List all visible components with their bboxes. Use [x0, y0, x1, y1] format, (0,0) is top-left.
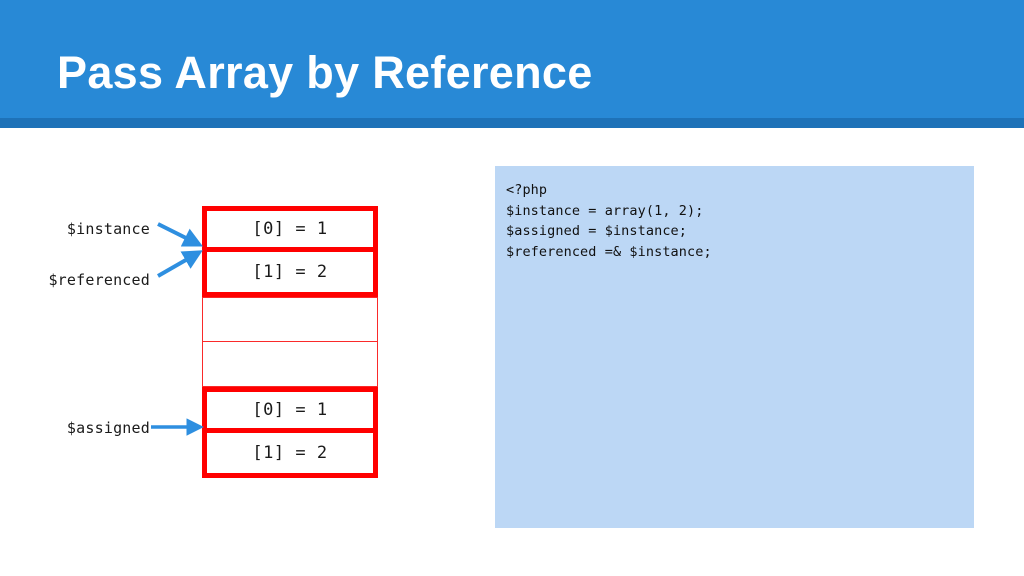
- code-panel: <?php $instance = array(1, 2); $assigned…: [495, 166, 974, 528]
- array-cell: [1] = 2: [252, 261, 328, 282]
- slide-header-bar: Pass Array by Reference: [0, 0, 1024, 128]
- php-code-block: <?php $instance = array(1, 2); $assigned…: [506, 182, 712, 260]
- array-cell: [1] = 2: [252, 442, 328, 463]
- arrow-referenced-icon: [157, 250, 203, 278]
- array-memory-table: [0] = 1 [1] = 2 [0] = 1 [1] = 2: [202, 206, 378, 478]
- pointer-label-assigned: $assigned: [66, 419, 150, 437]
- array-block-empty: [202, 297, 378, 387]
- array-cell: [203, 342, 377, 386]
- array-block-instance: [0] = 1 [1] = 2: [202, 206, 378, 297]
- memory-diagram: [0] = 1 [1] = 2 [0] = 1 [1] = 2 $instanc…: [0, 128, 470, 576]
- header-underline: [0, 118, 1024, 128]
- pointer-label-instance: $instance: [66, 220, 150, 238]
- arrow-instance-icon: [157, 222, 204, 247]
- pointer-label-referenced: $referenced: [48, 271, 150, 289]
- array-cell: [0] = 1: [207, 392, 373, 433]
- slide-content-area: [0] = 1 [1] = 2 [0] = 1 [1] = 2 $instanc…: [0, 128, 1024, 576]
- array-cell: [203, 298, 377, 342]
- array-cell: [0] = 1: [207, 211, 373, 252]
- array-block-assigned: [0] = 1 [1] = 2: [202, 387, 378, 478]
- page-title: Pass Array by Reference: [57, 47, 593, 98]
